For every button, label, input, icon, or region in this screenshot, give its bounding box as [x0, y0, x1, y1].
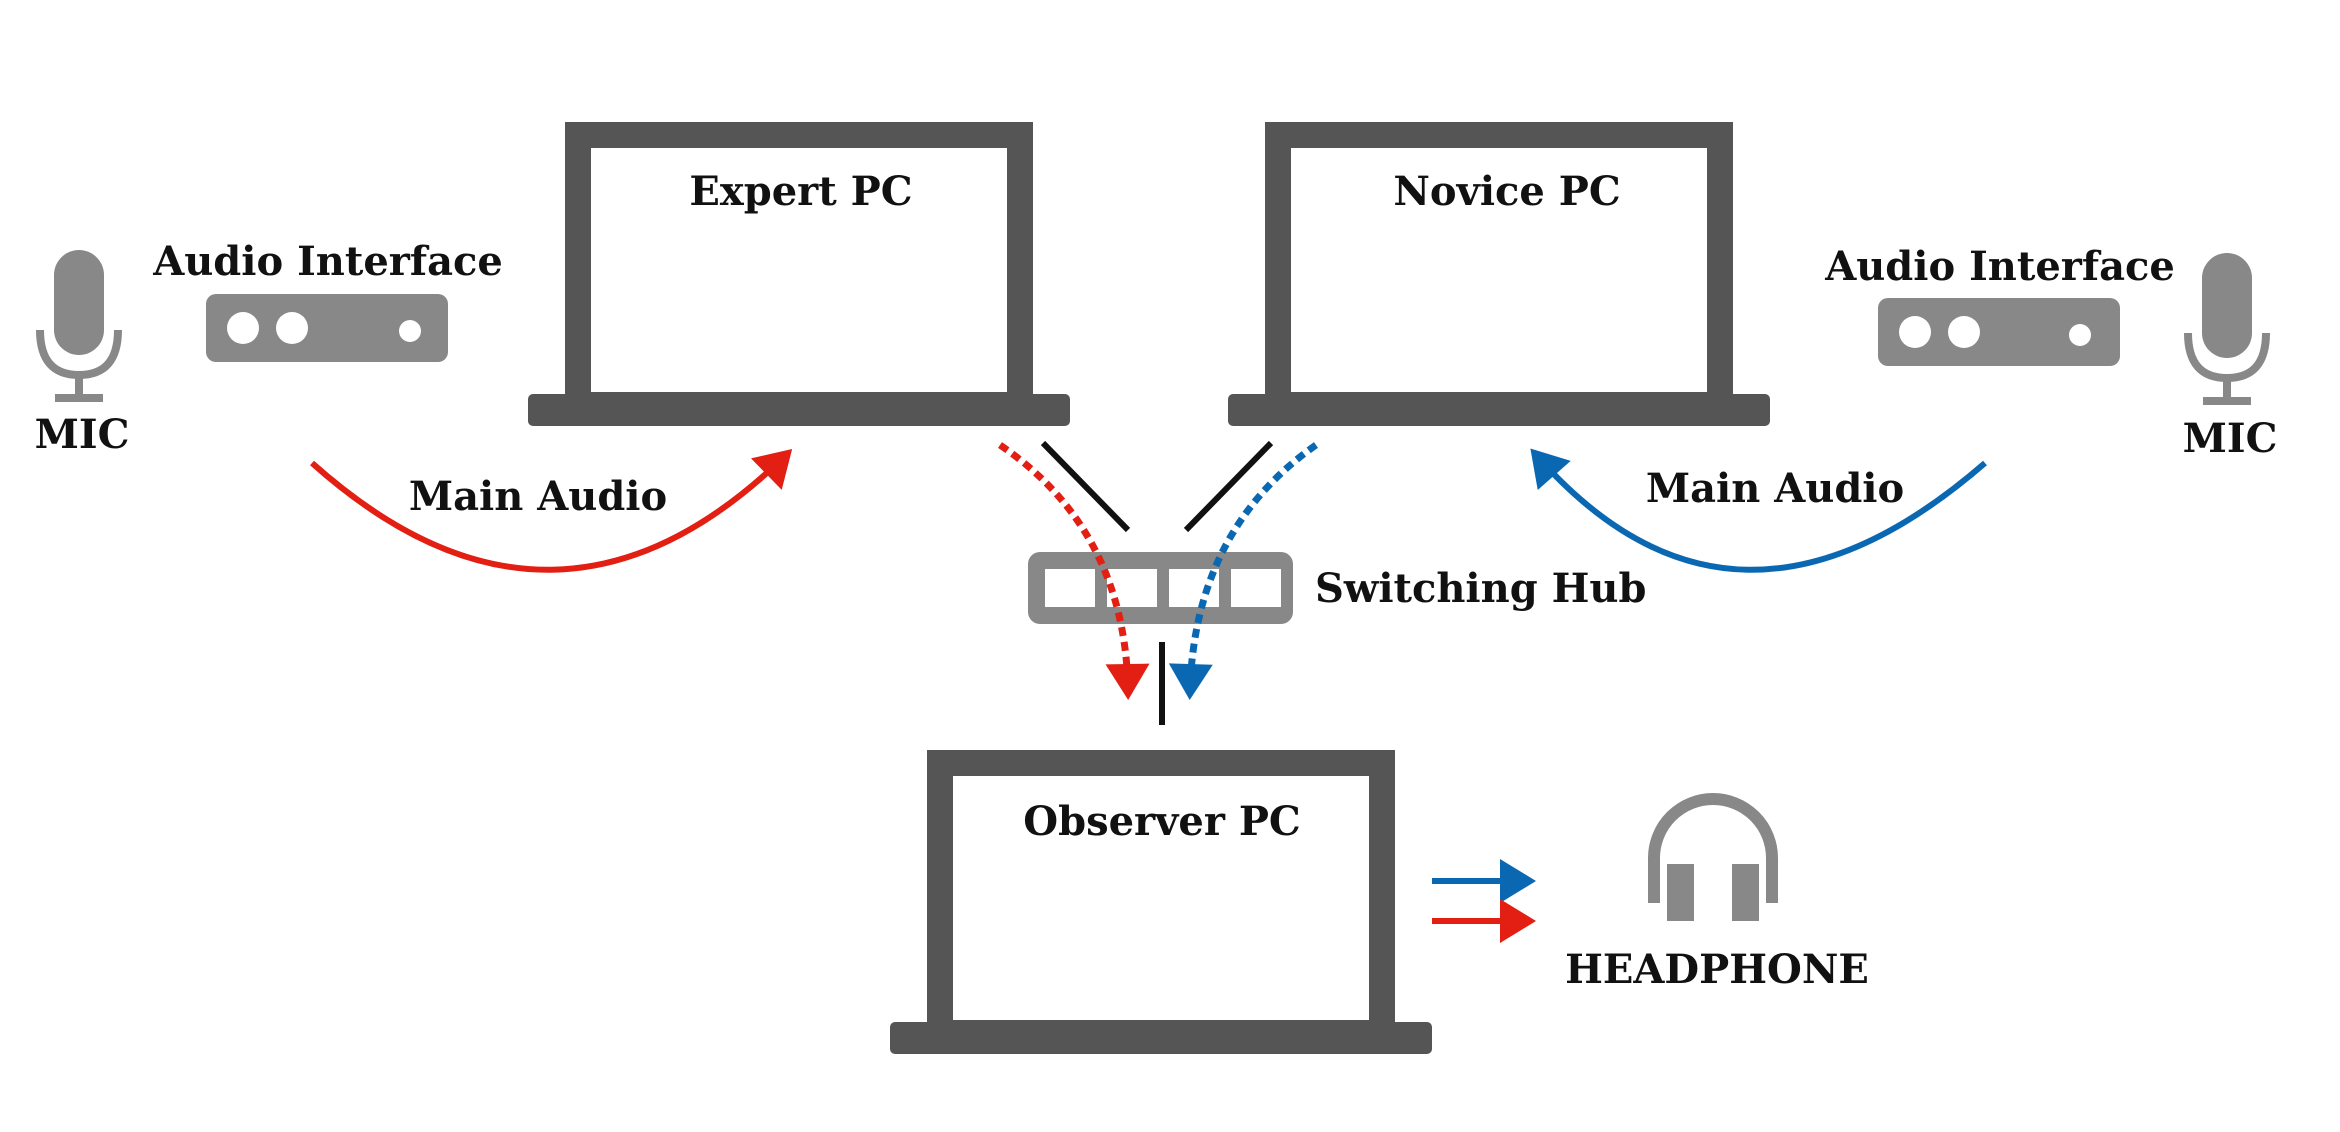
network-audio-streams [998, 442, 1319, 700]
laptop-icon [890, 750, 1432, 1054]
switching-hub: Switching Hub [1028, 552, 1646, 624]
audio-interface-left-label: Audio Interface [152, 238, 503, 285]
mic-left-label: MIC [35, 411, 130, 458]
network-cables [1040, 440, 1274, 725]
laptop-icon [528, 122, 1070, 426]
main-audio-right-arrow [1530, 448, 1987, 573]
expert-pc: Expert PC [528, 122, 1070, 426]
audio-interface-right: Audio Interface [1824, 243, 2175, 366]
mic-right-label: MIC [2183, 415, 2278, 462]
audio-interface-left: Audio Interface [152, 238, 503, 362]
microphone-icon [2184, 253, 2270, 405]
main-audio-right-label: Main Audio [1646, 465, 1904, 512]
laptop-icon [1228, 122, 1770, 426]
microphone-icon [36, 250, 122, 402]
headphone-label: HEADPHONE [1565, 946, 1869, 993]
main-audio-right-edge: Main Audio [1530, 448, 1987, 573]
switching-hub-icon [1028, 552, 1293, 624]
novice-stream-arrow [1168, 442, 1319, 700]
mic-right: MIC [2183, 253, 2278, 462]
expert-stream-arrow [998, 442, 1150, 700]
audio-interface-icon [206, 294, 448, 362]
audio-interface-right-label: Audio Interface [1824, 243, 2175, 290]
cable-novice-to-hub [1183, 440, 1274, 533]
main-audio-left-label: Main Audio [409, 473, 667, 520]
observer-pc-label: Observer PC [1023, 798, 1300, 845]
headphone-output-arrows [1432, 859, 1536, 943]
main-audio-left-edge: Main Audio [310, 449, 793, 573]
headphone: HEADPHONE [1565, 793, 1869, 993]
headphone-icon [1648, 793, 1778, 921]
audio-interface-icon [1878, 298, 2120, 366]
cable-expert-to-hub [1040, 440, 1131, 533]
observer-pc: Observer PC [890, 750, 1432, 1054]
main-audio-left-arrow [310, 449, 793, 573]
novice-pc-label: Novice PC [1393, 168, 1620, 215]
switching-hub-label: Switching Hub [1315, 565, 1646, 612]
expert-pc-label: Expert PC [689, 168, 912, 215]
novice-pc: Novice PC [1228, 122, 1770, 426]
mic-left: MIC [35, 250, 130, 458]
